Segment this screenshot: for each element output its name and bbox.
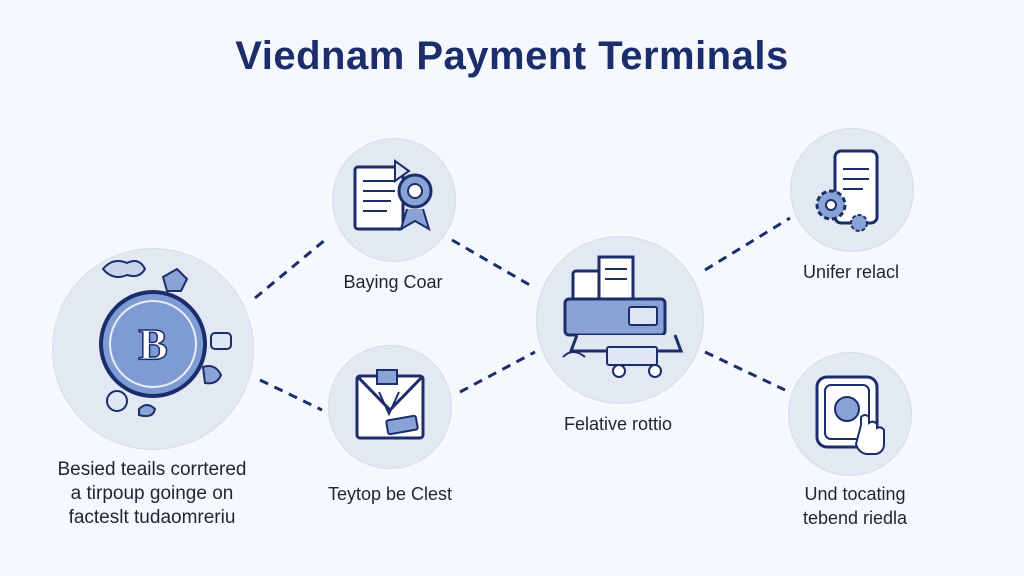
node-top-right xyxy=(790,128,914,252)
label-bottom-center: Teytop be Clest xyxy=(327,484,453,504)
label-left: Besied teails corrtered a tirpoup goinge… xyxy=(30,458,274,530)
label-center: Felative rottio xyxy=(563,414,673,434)
coin-b-icon: B xyxy=(99,260,232,418)
node-bottom-right xyxy=(788,352,912,476)
page-title: Viednam Payment Terminals xyxy=(235,34,789,78)
connector-center-bottomright xyxy=(704,350,786,392)
mobile-phone-gear-icon xyxy=(815,149,879,232)
envelope-card-icon xyxy=(355,369,425,440)
label-top-center: Baying Coar xyxy=(343,272,443,292)
connector-center-topright xyxy=(704,216,791,272)
connector-bottomcenter-center xyxy=(459,350,536,394)
label-top-right: Unifer relacl xyxy=(802,262,900,282)
node-bottom-center xyxy=(328,345,452,469)
receipt-icon xyxy=(353,159,433,232)
node-center xyxy=(536,236,704,404)
card-tap-icon xyxy=(815,375,885,455)
label-bottom-right: Und tocating tebend riedla xyxy=(770,482,940,530)
connector-left-bottom xyxy=(259,378,323,412)
label-left-line-2: a tirpoup goinge on xyxy=(70,483,234,504)
node-top-center xyxy=(332,138,456,262)
label-left-line-1: Besied teails corrtered xyxy=(57,459,247,480)
label-left-line-3: facteslt tudaomreriu xyxy=(68,507,236,528)
payment-terminal-icon xyxy=(562,255,684,378)
label-bottom-right-line-2: tebend riedla xyxy=(802,508,908,528)
coin-letter: B xyxy=(138,320,167,369)
connector-left-top xyxy=(254,238,326,300)
node-left: B xyxy=(52,248,254,450)
label-bottom-right-line-1: Und tocating xyxy=(804,484,906,504)
